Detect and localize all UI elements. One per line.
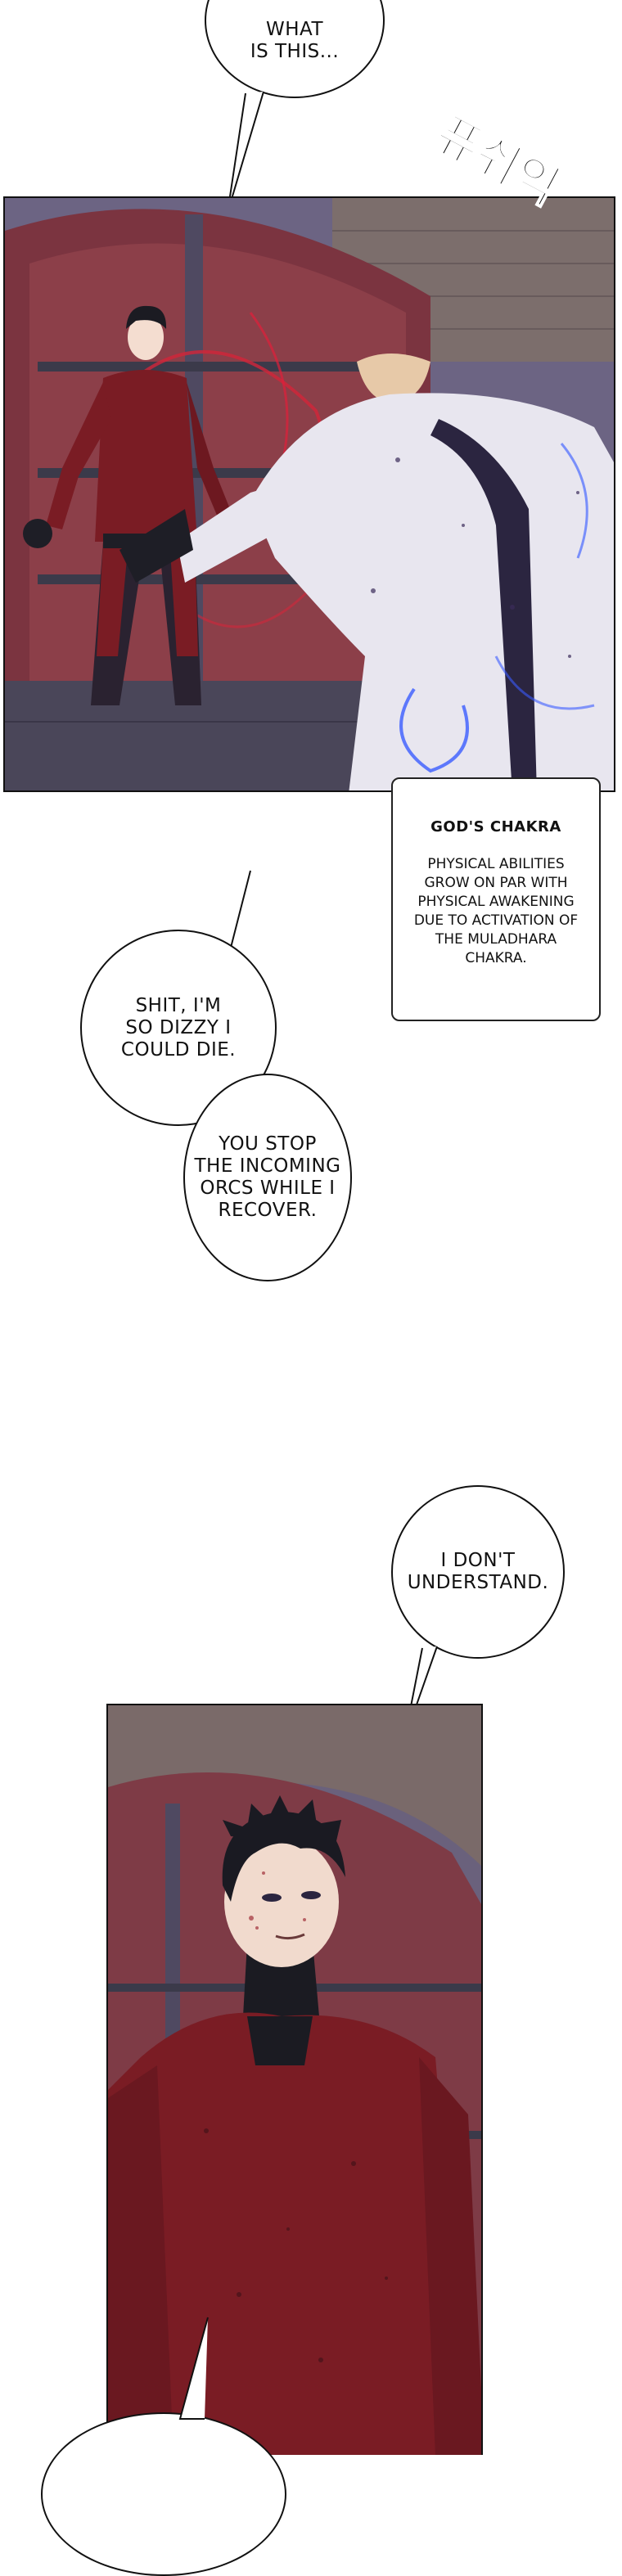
figure-red-suit — [23, 305, 230, 705]
speech-bubble-understand: I DON'T UNDERSTAND. — [391, 1485, 565, 1659]
system-title: GOD'S CHAKRA — [430, 818, 561, 835]
panel-closeup — [106, 1704, 483, 2455]
speech-text-stop: YOU STOP THE INCOMING ORCS WHILE I RECOV… — [194, 1133, 341, 1221]
panel-2-art — [108, 1705, 481, 2455]
system-body: PHYSICAL ABILITIES GROW ON PAR WITH PHYS… — [413, 856, 579, 966]
speech-bubble-bottom — [41, 2412, 286, 2576]
panel-battle-scene — [3, 196, 615, 792]
speech-bubble-top: WHAT IS THIS... — [205, 0, 385, 98]
system-info-box: GOD'S CHAKRA PHYSICAL ABILITIES GROW ON … — [391, 777, 601, 1021]
speech-text-top: WHAT IS THIS... — [250, 19, 340, 62]
panel-1-art — [5, 198, 614, 790]
speech-text-understand: I DON'T UNDERSTAND. — [407, 1550, 549, 1593]
speech-tail-bottom — [178, 2317, 209, 2420]
speech-bubble-stop: YOU STOP THE INCOMING ORCS WHILE I RECOV… — [183, 1074, 352, 1281]
speech-text-dizzy: SHIT, I'M SO DIZZY I COULD DIE. — [120, 994, 237, 1061]
